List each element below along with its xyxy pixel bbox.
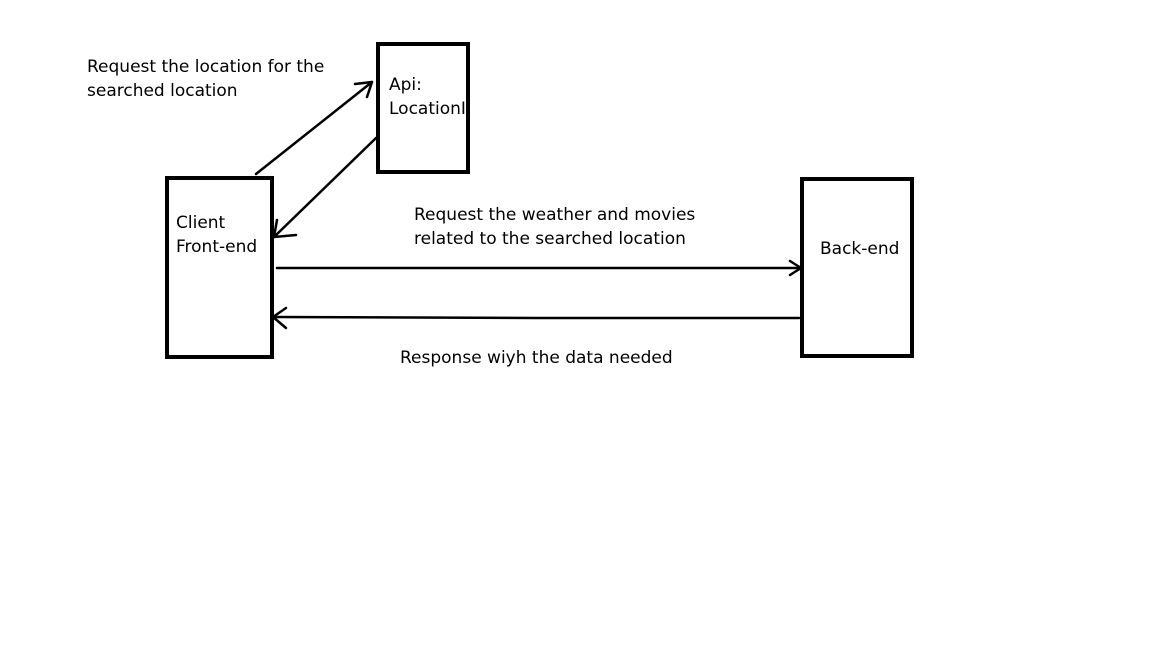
backend-request-annotation: Request the weather and movies related t… xyxy=(414,203,695,251)
client-frontend-box: Client Front-end xyxy=(165,176,274,359)
backend-request-annotation-line1: Request the weather and movies xyxy=(414,205,696,225)
backend-response-annotation: Response wiyh the data needed xyxy=(400,348,673,368)
api-location-label: Api: LocationI xyxy=(389,73,466,121)
api-location-box: Api: LocationI xyxy=(376,42,470,174)
backend-request-annotation-line2: related to the searched location xyxy=(414,229,686,249)
backend-to-client-arrowhead xyxy=(271,306,288,330)
client-frontend-label: Client Front-end xyxy=(176,211,257,259)
api-request-annotation-line2: searched location xyxy=(87,81,238,101)
client-to-api-arrowhead xyxy=(353,80,374,99)
client-label-line1: Client xyxy=(176,213,226,233)
client-label-line2: Front-end xyxy=(176,237,258,257)
api-to-client-arrowhead xyxy=(272,218,298,239)
backend-box: Back-end xyxy=(800,177,914,358)
api-label-line2: LocationI xyxy=(389,99,466,119)
backend-to-client-arrow-shaft xyxy=(272,315,801,320)
api-to-client-arrow-shaft xyxy=(272,136,378,239)
api-label-line1: Api: xyxy=(389,75,422,95)
backend-label: Back-end xyxy=(820,239,900,259)
api-request-annotation-line1: Request the location for the xyxy=(87,57,325,77)
api-request-annotation: Request the location for the searched lo… xyxy=(87,55,324,103)
